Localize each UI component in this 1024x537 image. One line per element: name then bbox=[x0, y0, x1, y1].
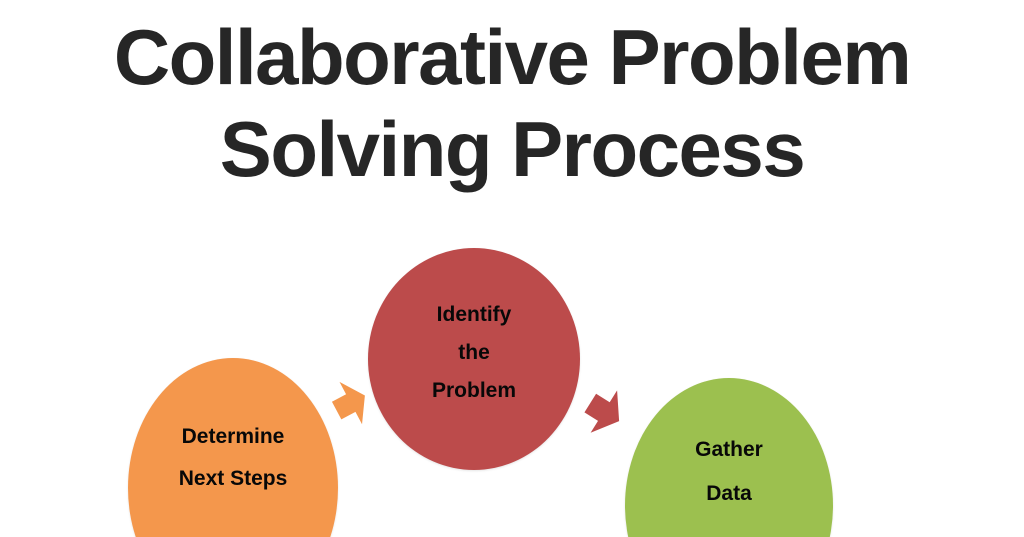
arrow-right-icon-orange bbox=[325, 368, 373, 440]
node-identify-the-problem-label-line-3: Problem bbox=[431, 379, 517, 402]
page-title-line-1: Collaborative Problem bbox=[113, 13, 912, 101]
node-determine-next-steps-label-line-1: Determine bbox=[181, 425, 285, 448]
node-identify-the-problem[interactable]: Identify the Problem bbox=[368, 248, 580, 470]
node-determine-next-steps-label: Determine Next Steps bbox=[171, 416, 296, 500]
node-gather-data-label-line-2: Data bbox=[706, 482, 752, 505]
node-identify-the-problem-label-line-2: the bbox=[458, 341, 490, 364]
node-gather-data-label-line-1: Gather bbox=[695, 438, 763, 461]
node-gather-data-label: Gather Data bbox=[687, 428, 771, 516]
node-identify-the-problem-label-line-1: Identify bbox=[436, 303, 512, 326]
arrow-right-icon-red bbox=[578, 372, 628, 450]
node-gather-data[interactable]: Gather Data bbox=[625, 378, 833, 537]
node-determine-next-steps-label-line-2: Next Steps bbox=[178, 467, 288, 490]
page-title-line-2: Solving Process bbox=[219, 105, 806, 193]
node-determine-next-steps[interactable]: Determine Next Steps bbox=[128, 358, 338, 537]
node-identify-the-problem-label: Identify the Problem bbox=[424, 296, 524, 410]
page-title: Collaborative Problem Solving Process bbox=[0, 8, 1024, 198]
